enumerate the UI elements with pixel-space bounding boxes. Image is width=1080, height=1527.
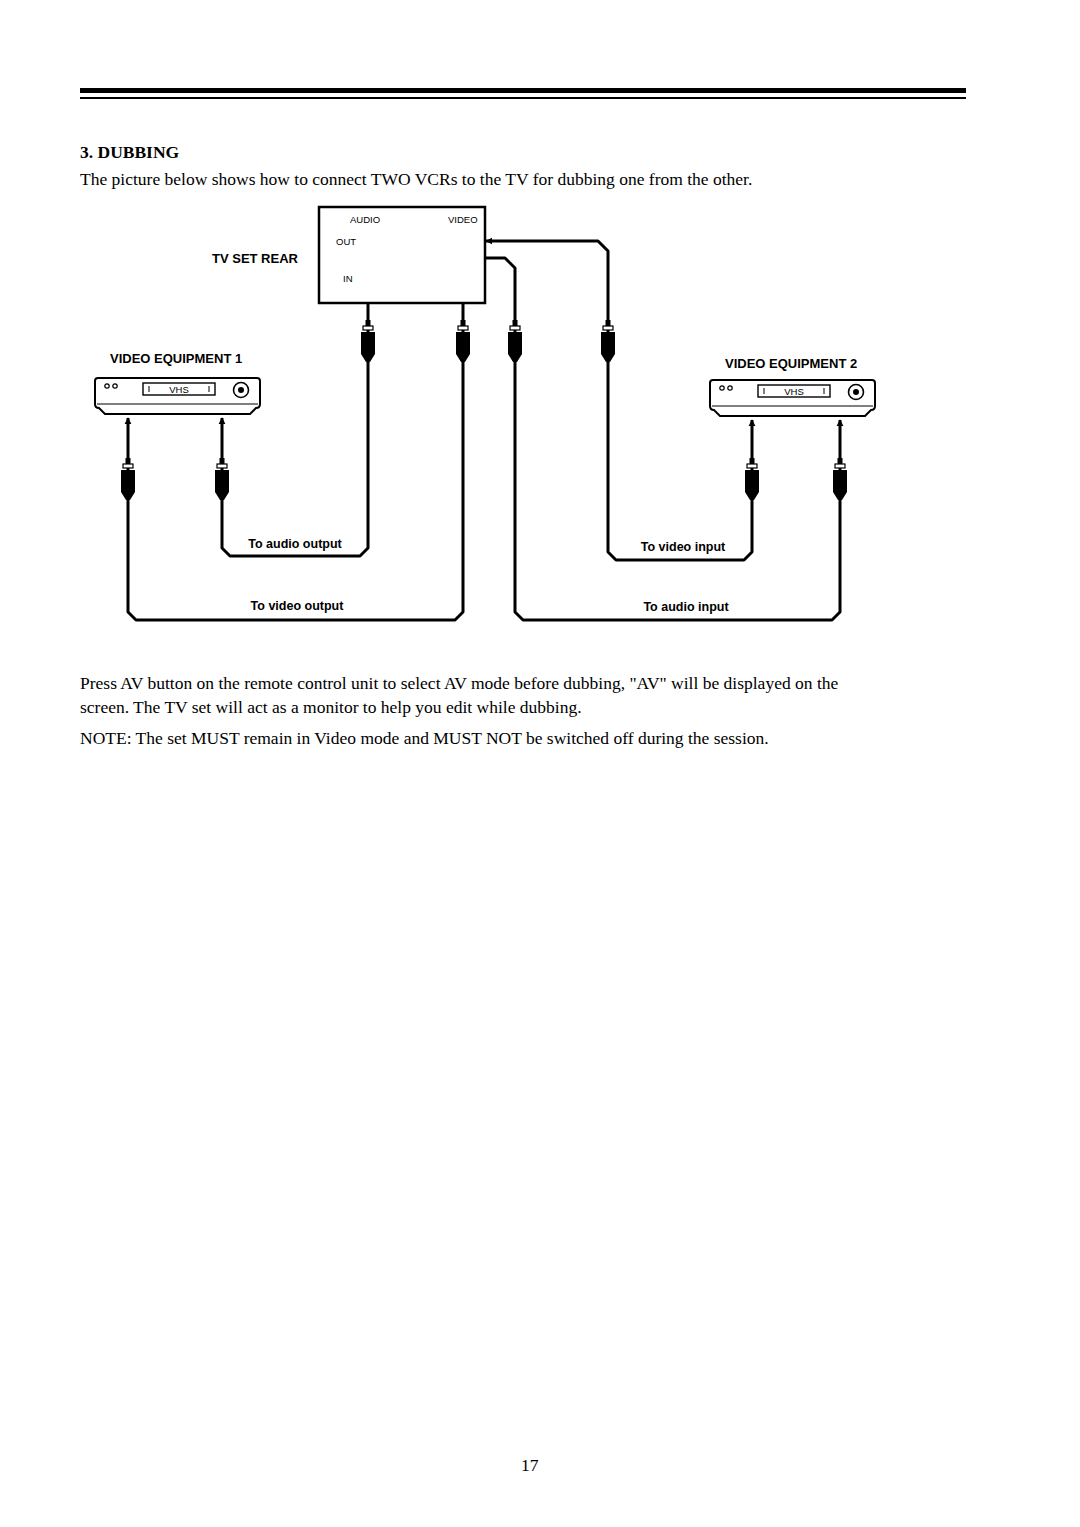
vcr-unit: VIDEO EQUIPMENT 2VHS <box>710 380 875 416</box>
plug-body <box>361 332 375 362</box>
section-heading: 3. DUBBING <box>80 140 179 164</box>
node-outline <box>710 380 875 416</box>
cassette-slot <box>143 383 215 395</box>
vcr-body <box>710 380 875 416</box>
jack-label: VIDEO <box>448 214 478 225</box>
plug-collar <box>510 326 520 330</box>
format-label: VHS <box>784 386 804 397</box>
page-number: 17 <box>521 1453 539 1477</box>
slot-mark <box>149 386 150 392</box>
cable-label: To video output <box>248 599 347 613</box>
av-cable <box>222 304 368 556</box>
jack-label: OUT <box>336 236 356 247</box>
plug-collar <box>217 464 227 468</box>
vcr-button <box>728 386 732 390</box>
plug-body <box>121 470 135 500</box>
plug-body <box>833 470 847 500</box>
vcr-dial-center <box>238 387 244 393</box>
plug-body <box>215 470 229 500</box>
vcr-body <box>95 378 260 414</box>
vcr-button <box>113 384 117 388</box>
jack-label: IN <box>343 273 353 284</box>
jack-label: AUDIO <box>350 214 380 225</box>
device-heading: VIDEO EQUIPMENT 1 <box>110 351 242 366</box>
cassette-slot <box>758 385 830 397</box>
slot-mark <box>209 386 210 392</box>
device-heading: VIDEO EQUIPMENT 2 <box>725 356 857 371</box>
vcr-unit: VIDEO EQUIPMENT 1VHS <box>95 378 260 414</box>
vcr-trim <box>712 406 873 407</box>
vcr-dial <box>234 383 249 398</box>
header-rule <box>80 88 966 93</box>
plug-body <box>456 332 470 362</box>
slot-mark <box>824 388 825 394</box>
plug-body <box>508 332 522 362</box>
intro-text: The picture below shows how to connect T… <box>80 167 752 191</box>
device-heading: TV SET REAR <box>212 251 298 266</box>
format-label: VHS <box>169 384 189 395</box>
vcr-trim <box>97 404 258 405</box>
vcr-button <box>720 386 724 390</box>
panel-border <box>319 207 485 303</box>
cable-label: To video input <box>638 540 728 554</box>
vcr-dial-center <box>853 389 859 395</box>
plug-collar <box>603 326 613 330</box>
header-rule <box>80 97 966 99</box>
plug-collar <box>458 326 468 330</box>
instruction-text: Press AV button on the remote control un… <box>80 671 850 719</box>
cable-label: To audio output <box>245 537 345 551</box>
tv-rear-panel: TV SET REARAUDIOVIDEOOUTIN <box>318 206 486 304</box>
cable-label: To audio input <box>640 600 731 614</box>
plug-body <box>745 470 759 500</box>
plug-collar <box>123 464 133 468</box>
node-outline <box>95 378 260 414</box>
plug-collar <box>363 326 373 330</box>
note-text: NOTE: The set MUST remain in Video mode … <box>80 726 769 750</box>
plug-collar <box>835 464 845 468</box>
slot-mark <box>764 388 765 394</box>
vcr-button <box>105 384 109 388</box>
av-cable <box>486 258 840 620</box>
plug-body <box>601 332 615 362</box>
vcr-dial <box>849 385 864 400</box>
plug-collar <box>747 464 757 468</box>
